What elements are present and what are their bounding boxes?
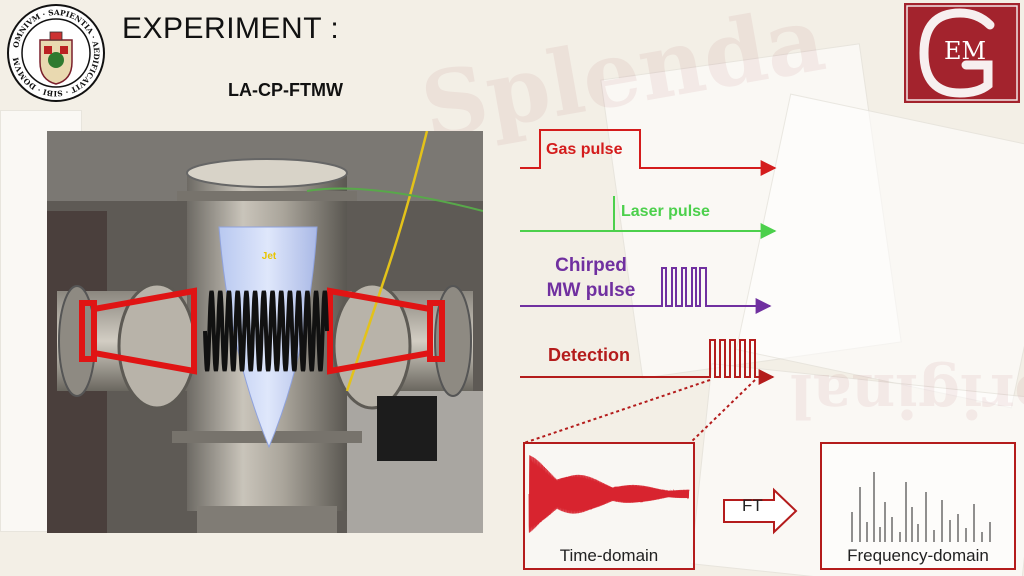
laser-pulse-label: Laser pulse xyxy=(621,203,710,220)
page-subtitle: LA-CP-FTMW xyxy=(228,80,343,100)
university-seal-logo: OMNIVM · SAPIENTIA · AEDIFICAVIT · SIBI … xyxy=(6,2,105,102)
frequency-domain-panel: Frequency-domain xyxy=(820,442,1016,570)
frequency-domain-spectrum xyxy=(851,472,991,542)
ft-label: FT xyxy=(742,496,763,515)
gem-logo: EM xyxy=(904,3,1020,103)
detection-label: Detection xyxy=(548,345,631,365)
chirped-mw-pulse-label: Chirped MW pulse xyxy=(536,253,646,303)
chirp-label-line1: Chirped xyxy=(555,255,627,276)
time-domain-caption: Time-domain xyxy=(559,546,659,565)
time-domain-panel: Time-domain xyxy=(523,442,695,570)
frequency-domain-caption: Frequency-domain xyxy=(847,546,989,565)
chirp-label-line2: MW pulse xyxy=(546,280,636,301)
time-domain-signal xyxy=(528,455,690,533)
page-title: EXPERIMENT : xyxy=(122,12,340,45)
apparatus-photo: Jet xyxy=(47,131,483,533)
svg-text:EM: EM xyxy=(944,37,986,65)
gas-pulse-label: Gas pulse xyxy=(546,141,623,158)
jet-label: Jet xyxy=(262,251,277,262)
